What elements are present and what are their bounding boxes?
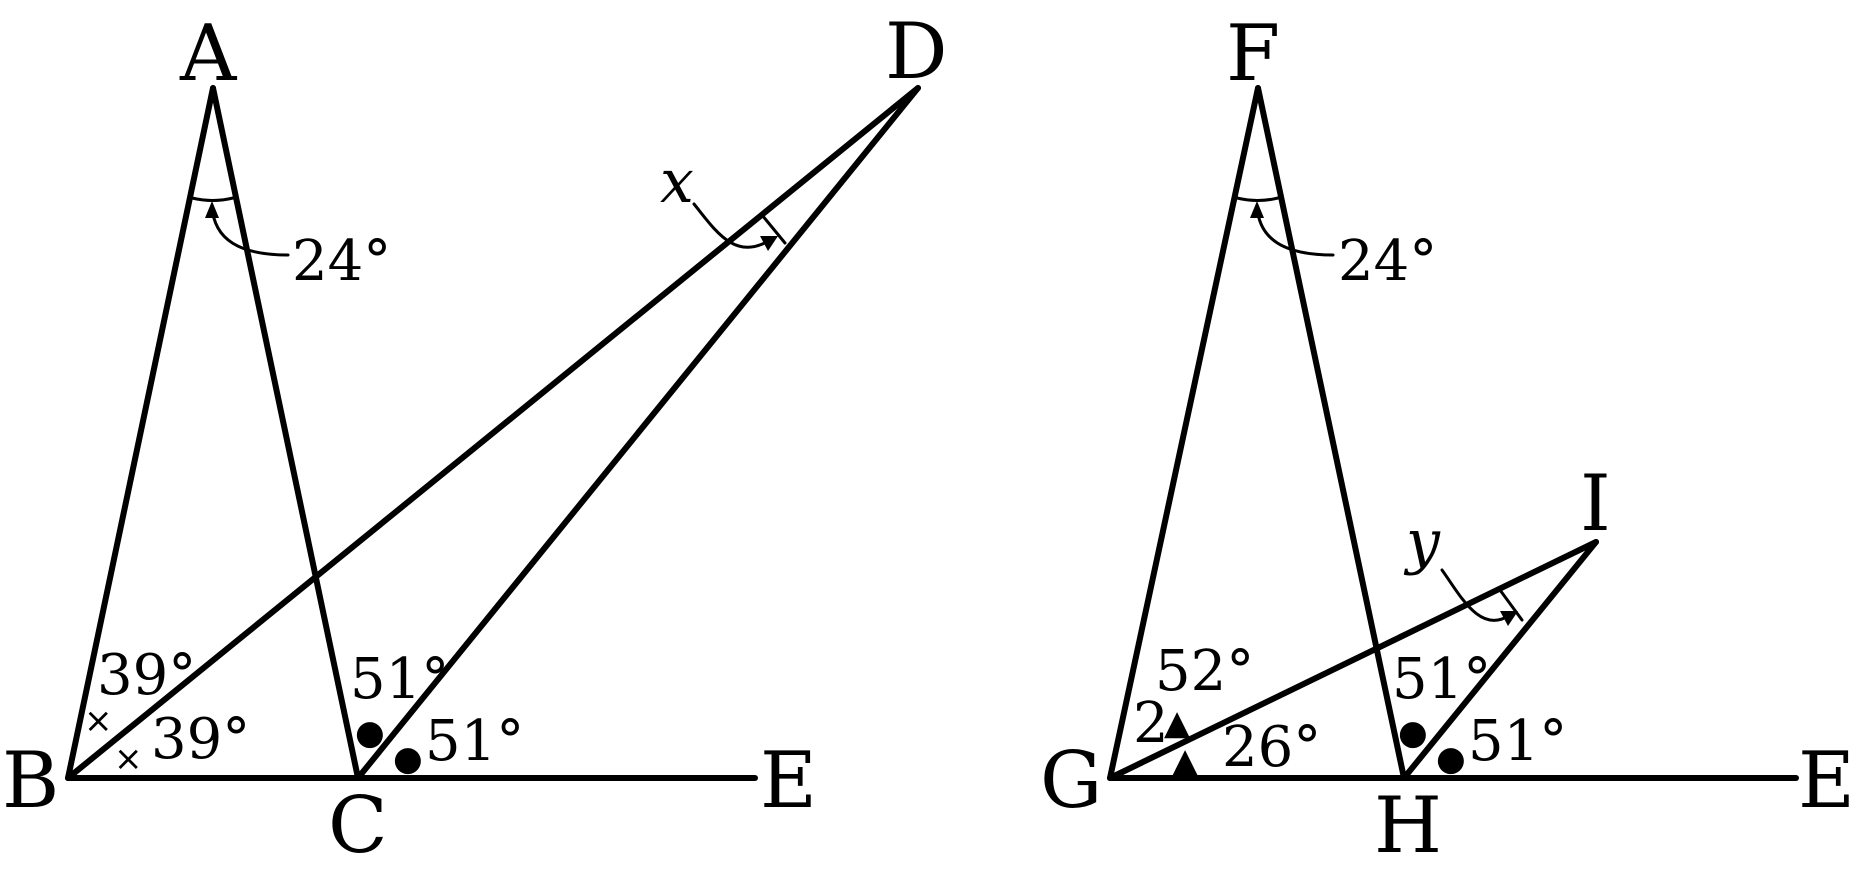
angle-label-g-marker-number: 2: [1133, 691, 1169, 756]
cross-marker-b-lower: ×: [114, 739, 143, 779]
point-label-h: H: [1374, 781, 1442, 871]
angle-arc-f: [1235, 196, 1280, 202]
angle-label-apex-right: 24°: [1338, 229, 1437, 294]
point-label-b: B: [2, 736, 59, 826]
dot-marker-h-left: ●: [1398, 713, 1428, 753]
point-label-i: I: [1580, 459, 1611, 549]
angle-pointer-y: [1440, 568, 1512, 622]
dot-marker-h-right: ●: [1436, 739, 1466, 779]
point-label-e-right: E: [1798, 736, 1855, 826]
angle-label-h-right: 51°: [1468, 709, 1567, 774]
angle-label-apex-left: 24°: [292, 229, 391, 294]
left-figure: A B C D E 24° x 39° × × 39° 51° ● ● 51°: [2, 7, 948, 871]
point-label-a: A: [179, 9, 238, 99]
angle-label-b-upper: 39°: [97, 643, 196, 708]
arrowhead-f: [1250, 201, 1264, 218]
angle-label-g-lower: 26°: [1222, 715, 1321, 780]
angle-pointer-x: [692, 202, 772, 249]
arrowhead-a: [205, 201, 219, 218]
angle-label-c-left: 51°: [350, 647, 449, 712]
segment-bd: [65, 85, 921, 781]
angle-arc-x: [760, 213, 787, 245]
dot-marker-c-left: ●: [355, 713, 385, 753]
point-label-f: F: [1226, 9, 1280, 99]
segment-ac: [210, 85, 361, 781]
angle-label-h-left: 51°: [1392, 647, 1491, 712]
angle-label-b-lower: 39°: [151, 707, 250, 772]
segment-hi: [1401, 539, 1599, 781]
angle-pointer-a: [210, 204, 290, 257]
segment-fg: [1107, 85, 1261, 781]
unknown-label-x: x: [660, 147, 694, 217]
angle-pointer-f: [1255, 204, 1335, 257]
cross-marker-b-upper: ×: [84, 701, 113, 741]
dot-marker-c-right: ●: [393, 739, 423, 779]
arrowhead-y: [1500, 611, 1518, 626]
angle-arc-a: [190, 196, 235, 202]
angle-label-g-upper: 52°: [1155, 639, 1254, 704]
segment-gi: [1107, 539, 1599, 781]
segment-ab: [65, 85, 216, 781]
unknown-label-y: y: [1403, 507, 1441, 577]
segment-cd: [355, 85, 921, 781]
triangle-marker-g-upper: ▲: [1164, 703, 1191, 743]
right-figure: F G H I E 24° y 52° 2 ▲ ▲ 26° 51° ● ● 51…: [1040, 9, 1855, 871]
point-label-c: C: [328, 781, 388, 871]
point-label-d: D: [885, 7, 948, 97]
point-label-g: G: [1040, 736, 1102, 826]
angle-label-c-right: 51°: [425, 709, 524, 774]
segment-fh: [1255, 85, 1407, 781]
angle-arc-y: [1498, 588, 1524, 622]
point-label-e-left: E: [760, 736, 817, 826]
triangle-marker-g-lower: ▲: [1172, 741, 1199, 781]
arrowhead-x: [760, 236, 778, 251]
